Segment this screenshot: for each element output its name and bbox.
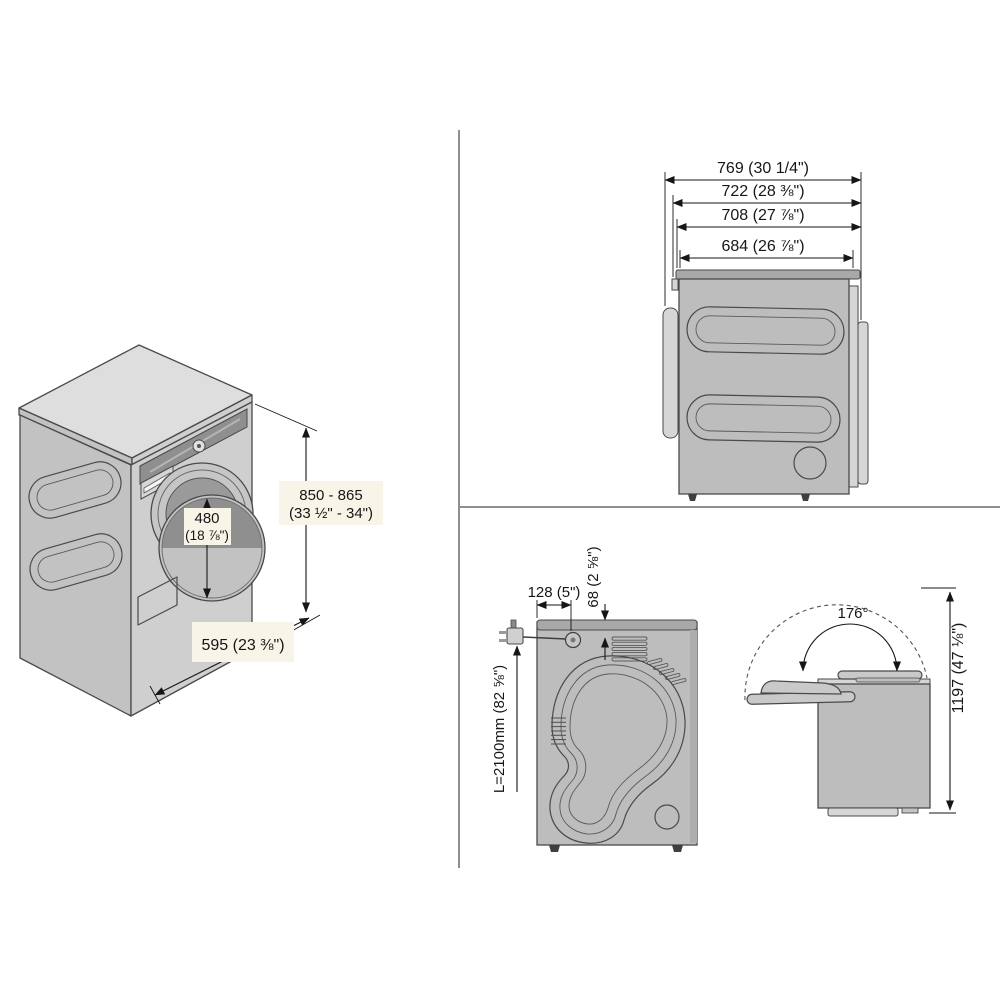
- side-rib-upper: [28, 461, 122, 519]
- depth-684-label: 684 (26 ⅞"): [721, 238, 804, 255]
- depth-769-label: 769 (30 1/4"): [717, 160, 809, 177]
- rear-top-edge: [536, 619, 698, 631]
- top-panel-edge: [675, 269, 861, 280]
- depth-dimensions: 769 (30 1/4") 722 (28 ⅜") 708 (27 ⅞") 68…: [664, 160, 862, 320]
- rear-body: [536, 621, 698, 846]
- base-notch: [901, 807, 919, 814]
- plug-prong-1: [499, 631, 507, 634]
- plug-prong-2: [499, 639, 507, 642]
- quadrant-dividers: [458, 130, 1000, 868]
- rear-view: 128 (5") 68 (2 ⅝") L=2100mm (82 ⅝"): [491, 546, 698, 852]
- door-bulge: [662, 307, 679, 439]
- open-height-dimension: 1197 (47 ⅛"): [921, 587, 967, 814]
- cord-length-label: L=2100mm (82 ⅝"): [491, 665, 508, 793]
- duct-outline: [549, 655, 686, 844]
- door-dimension-highlight: [184, 508, 231, 545]
- cord-offset-x-dimension: 128 (5"): [528, 584, 581, 631]
- rear-foot-right: [672, 845, 683, 852]
- cord-offset-x-label: 128 (5"): [528, 584, 581, 601]
- door-dimension-in: (18 ⅞"): [185, 528, 229, 543]
- lid-swing-arc-dashed: [744, 604, 928, 701]
- machine-side-panel: [19, 414, 132, 717]
- cord-length-dimension: L=2100mm (82 ⅝"): [491, 645, 521, 793]
- rear-panel-inner: [848, 285, 859, 488]
- depth-722-label: 722 (28 ⅜"): [721, 183, 804, 200]
- lid-open-handle: [760, 680, 842, 695]
- rear-drain-circle: [654, 804, 680, 830]
- lid-angle-arc: [799, 623, 901, 672]
- rear-foot-left: [549, 845, 560, 852]
- base-plinth: [827, 807, 899, 817]
- depth-708-label: 708 (27 ⅞"): [721, 207, 804, 224]
- cord-offset-y-dimension: 68 (2 ⅝"): [585, 546, 609, 660]
- power-plug: [499, 619, 567, 645]
- rear-panel-outer: [857, 321, 869, 485]
- foot-rear: [801, 494, 810, 501]
- height-dimension: 850 - 865 (33 ½" - 34"): [254, 403, 383, 653]
- power-cord: [522, 636, 567, 640]
- perspective-view: 480 (18 ⅞") 850 - 865 (33 ½" - 34") 595 …: [18, 344, 383, 717]
- lid-angle-label: 176°: [837, 605, 868, 622]
- control-knob-center: [197, 444, 201, 448]
- drain-circle: [793, 446, 827, 480]
- door-dimension-mm: 480: [194, 510, 219, 527]
- width-dimension: 595 (23 ⅜"): [149, 617, 310, 705]
- side-body: [678, 278, 850, 495]
- vent-slats-horizontal: [611, 636, 648, 662]
- lid-open: [746, 680, 856, 705]
- side-depth-view: 769 (30 1/4") 722 (28 ⅜") 708 (27 ⅞") 68…: [662, 160, 869, 501]
- width-dimension-label: 595 (23 ⅜"): [201, 637, 284, 654]
- side-rib-lower: [29, 533, 123, 591]
- coil-detail: [551, 717, 566, 745]
- side-rib-2: [686, 394, 841, 443]
- height-dimension-highlight: [279, 481, 383, 525]
- bottom-drawer: [137, 576, 178, 626]
- height-dimension-mm: 850 - 865: [299, 487, 362, 504]
- door-glass-rim: [161, 497, 263, 599]
- plug-body: [506, 627, 524, 645]
- lid-closed-strip: [855, 677, 921, 683]
- cord-attachment-center: [570, 637, 576, 643]
- rear-right-edge: [690, 630, 697, 843]
- cord-offset-y-label: 68 (2 ⅝"): [585, 546, 602, 607]
- lid-open-view: 176° 1197 (47 ⅛"): [744, 587, 967, 817]
- foot-front: [688, 494, 697, 501]
- side-rib-1: [686, 306, 845, 355]
- front-tab: [671, 278, 679, 291]
- lid-body: [817, 683, 931, 809]
- door-dimension: 480 (18 ⅞"): [184, 498, 231, 599]
- width-dimension-highlight: [192, 622, 294, 662]
- height-dimension-in: (33 ½" - 34"): [289, 505, 373, 522]
- open-height-label: 1197 (47 ⅛"): [950, 623, 967, 714]
